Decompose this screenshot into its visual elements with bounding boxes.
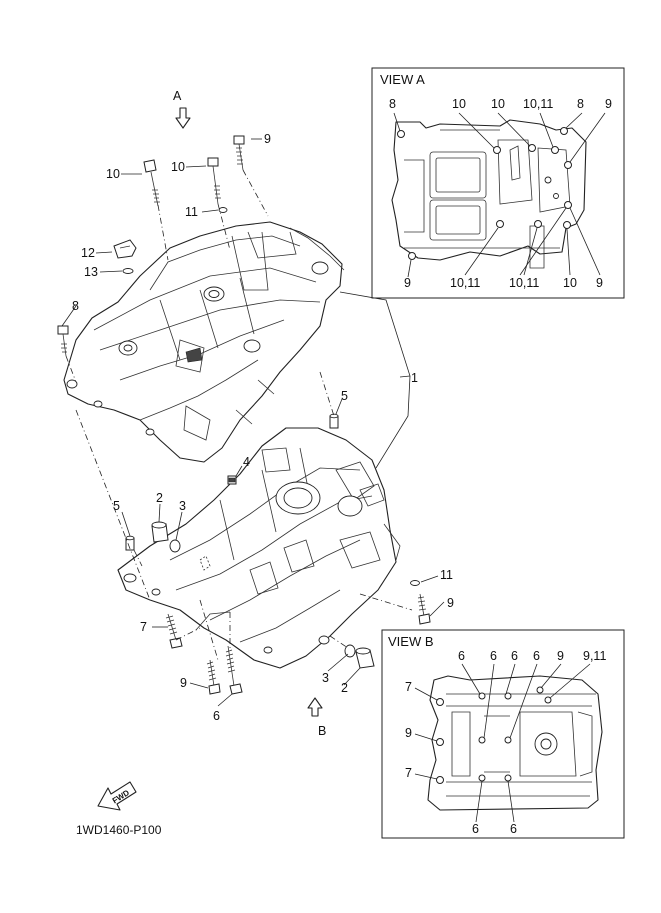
view-a-label: 8 <box>577 97 584 111</box>
view-a-label: 10,11 <box>509 276 539 290</box>
view-b-label: 6 <box>472 822 479 836</box>
callout-8: 8 <box>72 299 79 313</box>
callout-5: 5 <box>113 499 120 513</box>
fwd-label: FWD <box>111 788 131 805</box>
down-arrow-icon <box>175 107 191 129</box>
bolt-9-lower-left <box>206 659 221 695</box>
bolt-9-top <box>233 135 245 171</box>
callout-13: 13 <box>84 265 98 279</box>
view-b-label: 7 <box>405 766 412 780</box>
view-a-arrow-label: A <box>173 89 182 103</box>
callout-9: 9 <box>264 132 271 146</box>
view-a-label: 10 <box>452 97 466 111</box>
view-b-label: 6 <box>533 649 540 663</box>
callout-3: 3 <box>322 671 329 685</box>
bolt-7 <box>165 613 183 649</box>
callout-2: 2 <box>341 681 348 695</box>
callout-12: 12 <box>81 246 95 260</box>
washer-13 <box>122 268 134 274</box>
dowel-5-upper <box>329 413 339 429</box>
view-b-label: 9 <box>557 649 564 663</box>
callout-6: 6 <box>213 709 220 723</box>
forward-arrow-icon <box>97 781 137 811</box>
view-b-label: 6 <box>458 649 465 663</box>
view-b-label: 7 <box>405 680 412 694</box>
bolt-6 <box>225 645 243 695</box>
o-ring-3-left <box>169 539 181 553</box>
callout-1: 1 <box>411 371 418 385</box>
washer-11-right <box>410 580 420 586</box>
view-b-title: VIEW B <box>388 634 434 649</box>
view-a-label: 10 <box>563 276 577 290</box>
plug-2-left <box>151 521 169 543</box>
hardware-parts <box>57 135 431 695</box>
callout-9: 9 <box>180 676 187 690</box>
view-a-label: 9 <box>596 276 603 290</box>
callout-9: 9 <box>447 596 454 610</box>
bolt-8 <box>57 325 69 357</box>
diagram-code: 1WD1460-P100 <box>76 823 162 837</box>
view-a-inset: VIEW A 8 10 10 10,11 8 9 9 10,11 10,11 1… <box>371 67 625 299</box>
bracket-12 <box>113 239 137 259</box>
view-b-arrow-label: B <box>318 724 326 738</box>
view-b-label: 6 <box>511 649 518 663</box>
plug-4 <box>227 475 237 485</box>
view-a-frame <box>371 67 625 299</box>
view-a-label: 10,11 <box>523 97 553 111</box>
view-b-crankcase-drawing <box>414 663 603 823</box>
view-b-label: 9 <box>405 726 412 740</box>
callout-7: 7 <box>140 620 147 634</box>
view-a-label: 9 <box>605 97 612 111</box>
lower-crankcase <box>117 427 401 669</box>
callout-11: 11 <box>185 205 198 219</box>
view-a-arrow: A <box>173 89 191 129</box>
callout-labels: 9 10 10 11 12 13 8 1 5 4 2 3 5 11 9 7 9 … <box>72 132 454 723</box>
upper-crankcase <box>63 221 345 463</box>
view-b-label: 6 <box>510 822 517 836</box>
bolt-10-center <box>207 157 221 205</box>
view-b-label: 9,11 <box>583 649 606 663</box>
view-b-inset: VIEW B 6 6 6 6 9 9,11 7 9 7 6 6 <box>381 629 625 839</box>
callout-11: 11 <box>440 568 453 582</box>
fwd-arrow: FWD <box>97 781 137 811</box>
bolt-10-left <box>143 159 160 207</box>
plug-2-right <box>355 647 375 669</box>
view-a-label: 8 <box>389 97 396 111</box>
up-arrow-icon <box>307 697 323 717</box>
callout-10: 10 <box>171 160 185 174</box>
callout-5: 5 <box>341 389 348 403</box>
view-a-label: 10 <box>491 97 505 111</box>
leader-lines <box>61 138 445 707</box>
view-a-label: 9 <box>404 276 411 290</box>
callout-10: 10 <box>106 167 120 181</box>
view-a-crankcase-drawing <box>391 112 606 278</box>
view-b-frame <box>381 629 625 839</box>
view-a-label: 10,11 <box>450 276 480 290</box>
callout-4: 4 <box>243 455 250 469</box>
bolt-9-lower-right <box>417 593 431 625</box>
callout-3: 3 <box>179 499 186 513</box>
view-b-label: 6 <box>490 649 497 663</box>
washer-11-top <box>218 207 228 213</box>
view-b-arrow: B <box>307 697 326 738</box>
view-a-title: VIEW A <box>380 72 425 87</box>
callout-2: 2 <box>156 491 163 505</box>
